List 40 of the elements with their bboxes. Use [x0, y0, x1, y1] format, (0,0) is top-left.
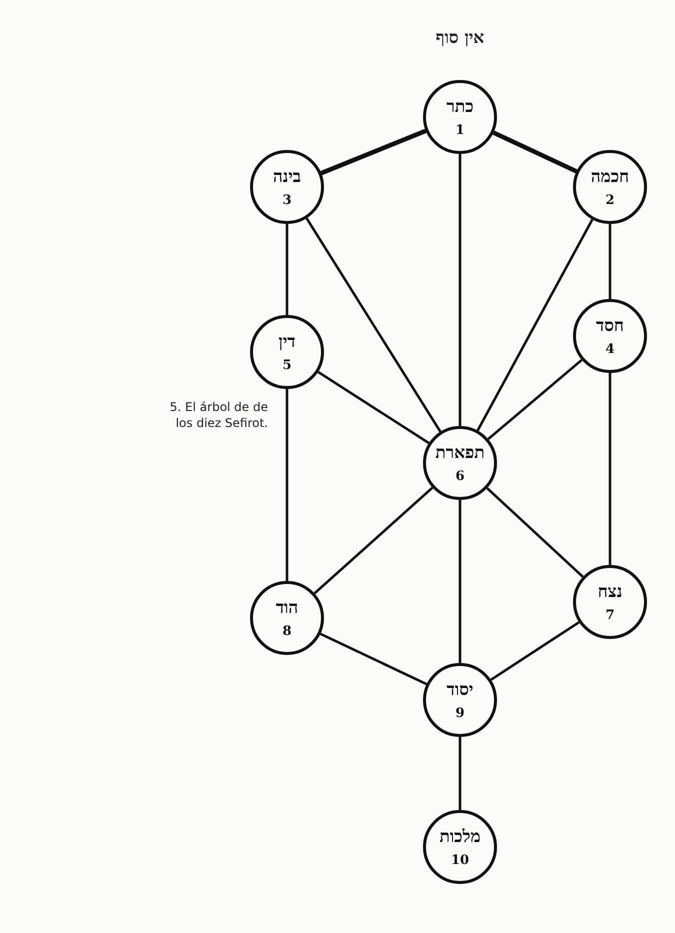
connector-line: [458, 500, 462, 663]
connector-line: [487, 358, 583, 440]
sefirah-number: 5: [282, 358, 292, 372]
sefirah-name: הוד: [276, 598, 298, 618]
connector-line: [492, 130, 578, 174]
connector-line: [320, 128, 427, 176]
sefirah-name: דין: [278, 332, 296, 352]
sefirah-number: 9: [455, 706, 465, 720]
sefirah-circle: [423, 426, 497, 500]
connector-line: [317, 370, 430, 444]
sefirah-name: כתר: [446, 96, 474, 116]
connector-line: [486, 487, 584, 578]
connector-line: [314, 486, 434, 594]
sefirah-number: 3: [282, 192, 292, 208]
connector-line: [476, 218, 594, 432]
sefirah-number: 10: [450, 852, 470, 868]
sefirah-name: חסד: [596, 316, 624, 336]
connector-line: [458, 737, 462, 810]
sefirah-number: 1: [455, 122, 465, 138]
heading-text: אין סוף: [434, 28, 486, 48]
connector-line: [608, 373, 612, 565]
connector-line: [320, 632, 428, 686]
sefirah-name: תפארת: [435, 442, 485, 462]
sefirah-number: 2: [605, 192, 615, 208]
figure-caption: 5. El árbol de de los diez Sefirot.: [168, 400, 268, 432]
sefirah-name: נצח: [598, 582, 622, 602]
connector-line: [608, 224, 612, 299]
sefirah-name: בינה: [273, 166, 301, 186]
sefirah-name: מלכות: [439, 826, 481, 846]
sefirah-number: 7: [605, 608, 615, 622]
sefirah-number: 4: [605, 342, 615, 356]
connector-line: [306, 218, 442, 432]
connector-line: [286, 389, 288, 581]
connector-line: [490, 621, 580, 681]
connector-line: [458, 154, 462, 426]
sefirah-name: יסוד: [446, 680, 474, 700]
connector-line: [286, 224, 288, 315]
sefirah-number: 6: [455, 468, 465, 484]
sefirah-name: חכמה: [590, 166, 630, 186]
sefirah-number: 8: [282, 624, 292, 638]
